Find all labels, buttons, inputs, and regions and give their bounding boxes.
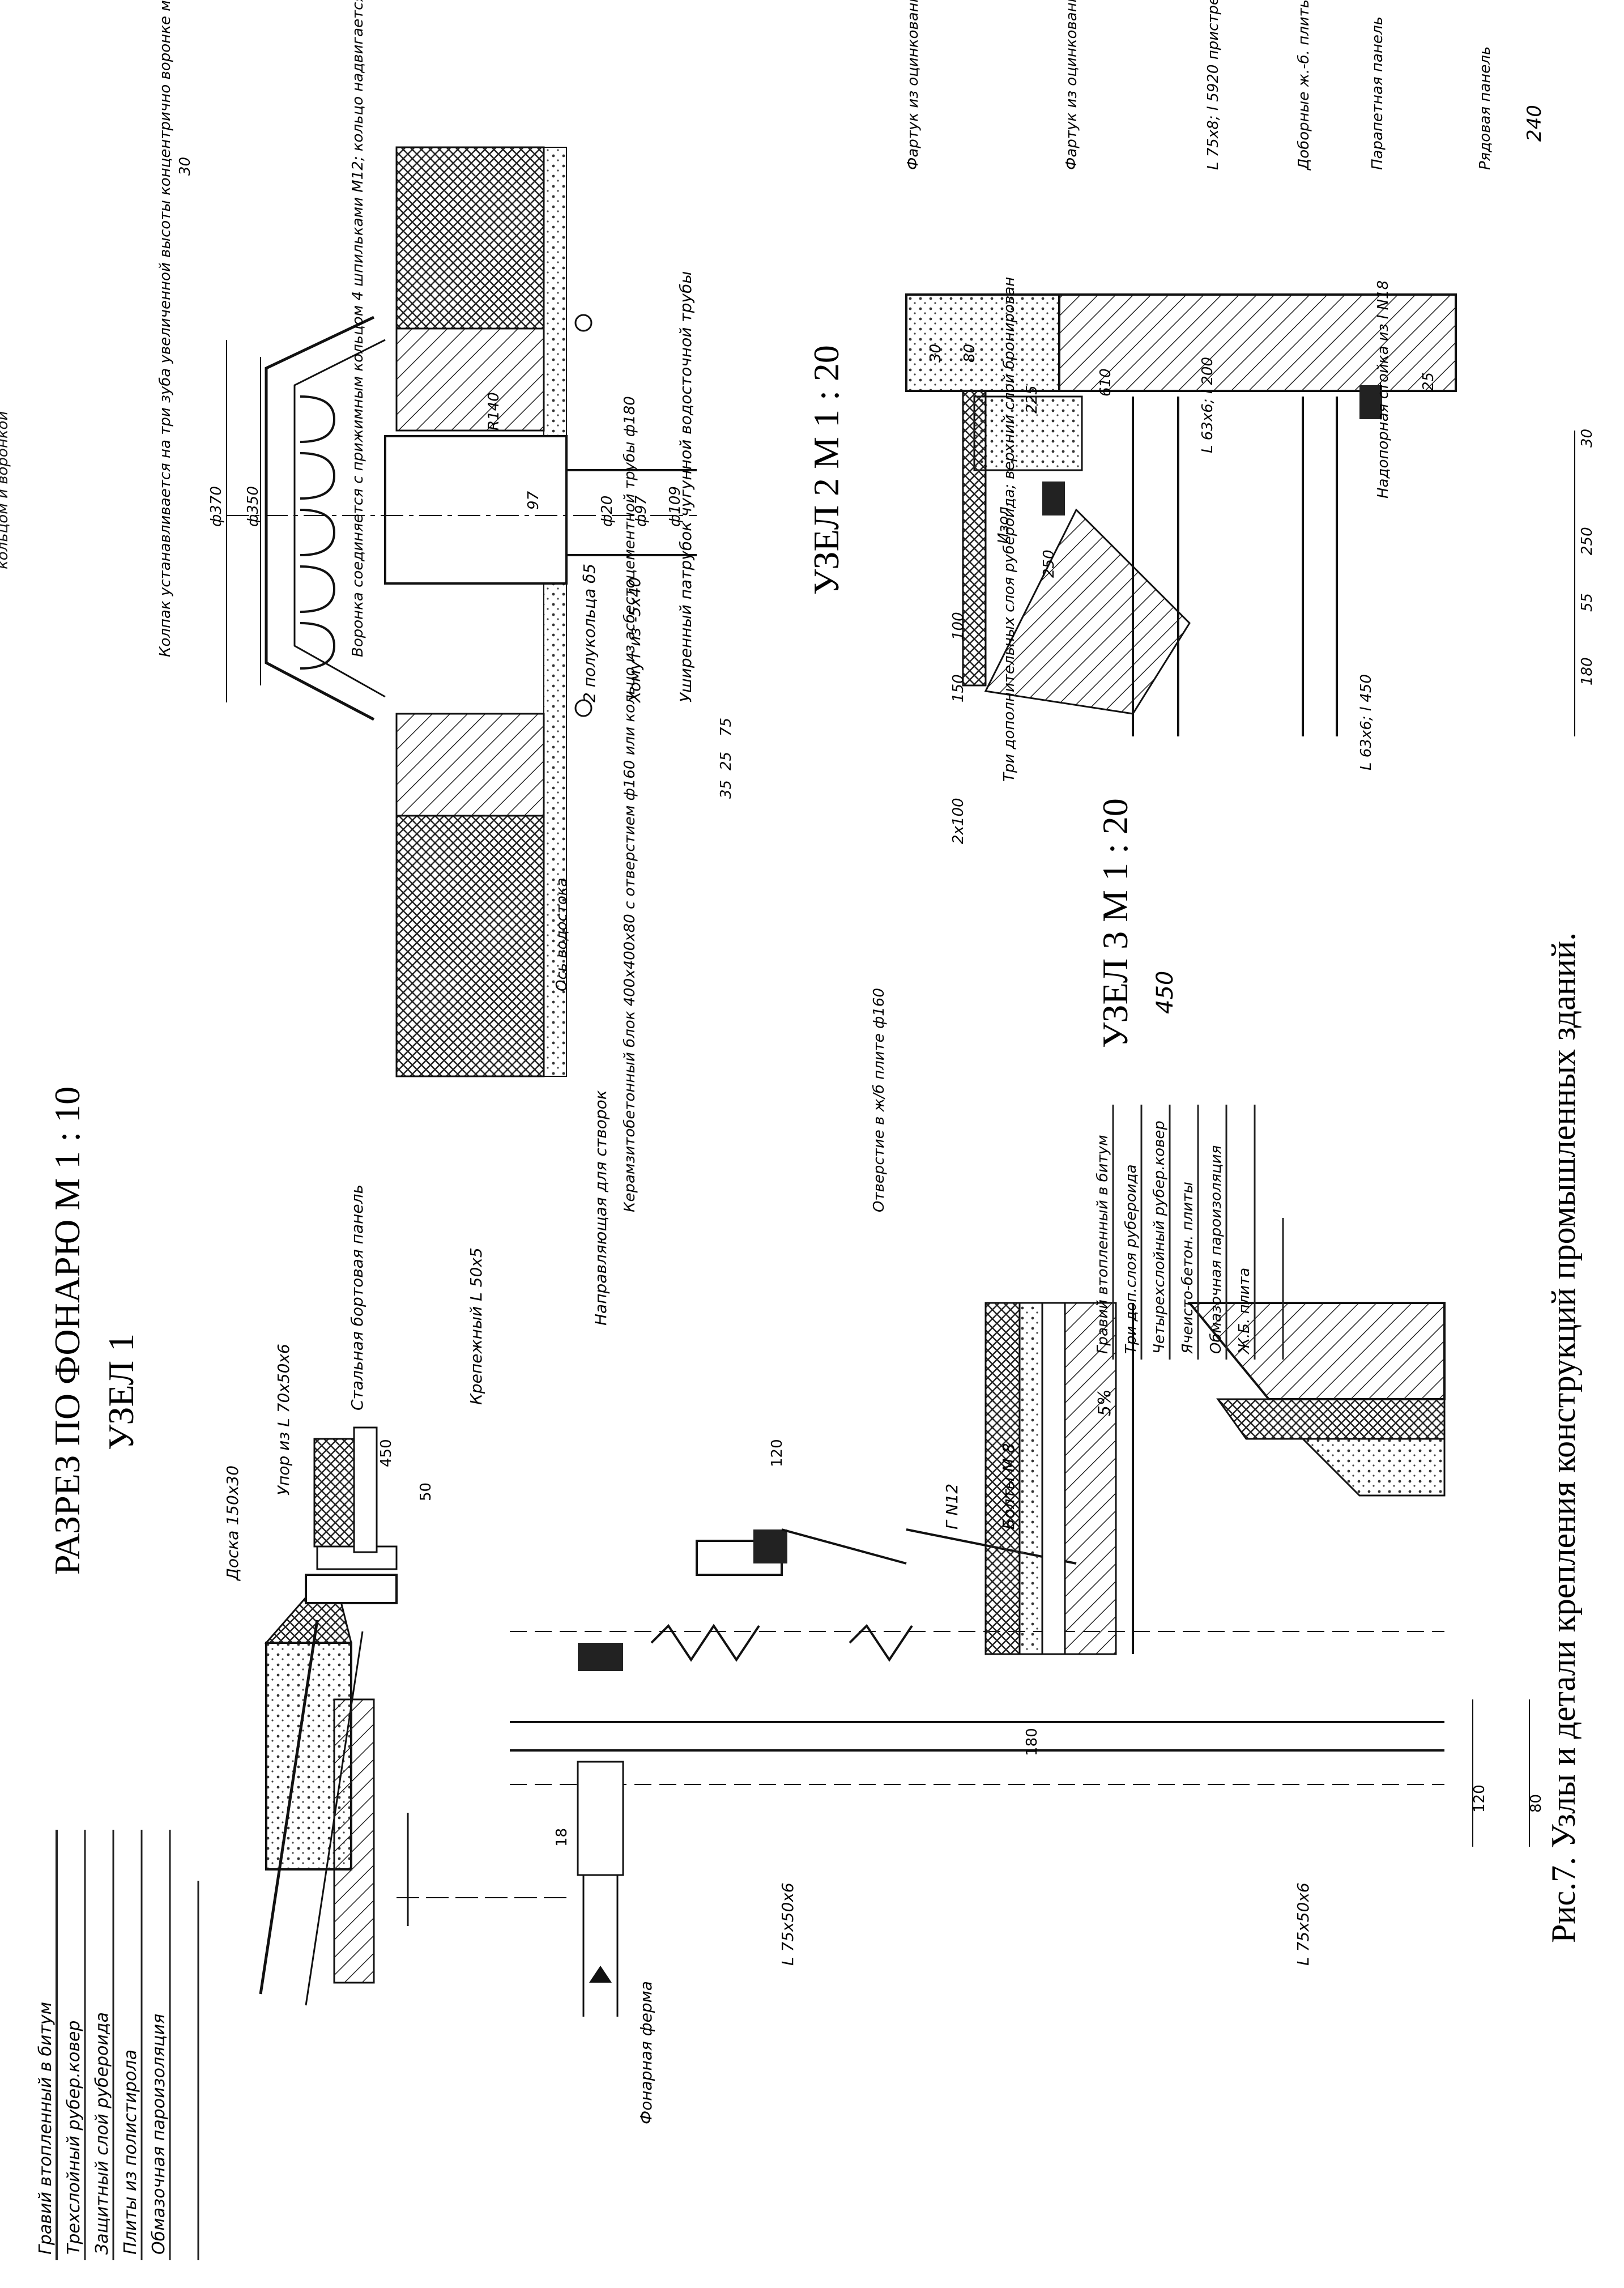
dim-20: ф20 <box>599 496 616 527</box>
note-funnel: Воронка соединяется с прижимным кольцом … <box>349 0 366 657</box>
legend-bottom-0: Гравий втопленный в битум <box>1094 1135 1111 1354</box>
dim-450b: 450 <box>1152 971 1178 1014</box>
node1-post <box>510 1631 1444 2017</box>
label-g12: Г N12 <box>943 1484 961 1529</box>
legend-bottom-5: Ж.Б. плита <box>1236 1268 1253 1355</box>
dim-120a: 120 <box>769 1439 786 1467</box>
label-insul: Изол. <box>995 502 1012 544</box>
label-three-layers: Три дополнительных слоя рубероида; верхн… <box>1001 277 1018 782</box>
dim-18: 18 <box>553 1828 570 1847</box>
node2-labels: Фартук из оцинкованной кровельной стали … <box>905 0 1546 782</box>
dim-r140: R140 <box>485 392 502 431</box>
dim-35: 35 <box>718 780 735 799</box>
dim-180: 180 <box>1024 1728 1041 1756</box>
label-angle-b: L 63x6; l 450 <box>1358 674 1375 770</box>
dim-370: ф370 <box>208 486 225 527</box>
node1-roof-section <box>259 1596 566 2006</box>
node1-dimensions: 450 50 120 180 18 120 80 <box>378 1439 1545 1847</box>
label-extra: Доборные ж.-б. плиты 400x40; l 600 <box>1295 0 1312 171</box>
label-slope: 5% <box>1095 1389 1115 1416</box>
node2-title: УЗЕЛ 2 М 1 : 20 <box>806 345 846 595</box>
legend-top-0: Гравий втопленный в битум <box>36 2002 56 2255</box>
label-board: Доска 150x30 <box>223 1465 242 1582</box>
dim-30b: 30 <box>1579 429 1596 448</box>
dim-2x100: 2x100 <box>950 798 967 844</box>
label-apron1: Фартук из оцинкованной кровельной стали … <box>905 0 922 170</box>
dim-100: 100 <box>950 612 967 640</box>
dim-97a: 97 <box>525 491 542 510</box>
dim-225: 225 <box>1024 385 1041 414</box>
dim-180b: 180 <box>1579 657 1596 685</box>
dim-610: 610 <box>1097 368 1114 397</box>
note-pipe: Уширенный патрубок чугунной водосточной … <box>676 271 695 702</box>
label-panel-no: 240 <box>1523 105 1546 142</box>
dim-55: 55 <box>1579 593 1596 612</box>
label-post: Надопорная стойка из I N18 <box>1375 280 1392 498</box>
node3-funnel <box>226 146 697 1077</box>
dim-150: 150 <box>950 674 967 702</box>
label-stop: Упор из L 70x50x6 <box>274 1344 293 1495</box>
node1-lower-roof <box>984 1302 1446 1655</box>
label-angle1: L 75x50x6 <box>778 1882 797 1966</box>
node1-title: РАЗРЕЗ ПО ФОНАРЮ М 1 : 10 <box>47 1087 87 1575</box>
label-row-panel: Рядовая панель <box>1477 46 1494 170</box>
note-layers: 2 дополнительных слоя рубероида и слой с… <box>0 411 11 569</box>
label-apron2: Фартук из оцинкованной кровельной стали,… <box>1063 0 1080 170</box>
node1-subtitle: УЗЕЛ 1 <box>101 1333 141 1450</box>
dim-250a: 250 <box>1041 549 1058 578</box>
label-fastener: Крепежный L 50x5 <box>467 1247 485 1405</box>
legend-top-4: Обмазочная пароизоляция <box>149 2014 169 2255</box>
dim-109: ф109 <box>667 486 684 527</box>
legend-bottom-1: Три доп.слоя рубероида <box>1123 1164 1140 1354</box>
note-hole: Отверстие в ж/б плите ф160 <box>871 988 888 1212</box>
note-clamp: Хомут из -5x40 <box>625 577 644 704</box>
dim-350: ф350 <box>245 486 262 527</box>
legend-top-1: Трехслойный рубер.ковер <box>64 2021 84 2255</box>
dim-80: 80 <box>1528 1794 1545 1813</box>
note-block: Керамзитобетонный блок 400x400x80 с отве… <box>621 396 638 1212</box>
dim-25: 25 <box>718 752 735 770</box>
dim-75: 75 <box>718 718 735 736</box>
label-truss: Фонарная ферма <box>637 1981 655 2124</box>
node3-notes: 2 дополнительных слоя рубероида и слой с… <box>0 411 11 569</box>
node1-legend-top: Гравий втопленный в битум Трехслойный ру… <box>36 1830 199 2260</box>
dim-120b: 120 <box>1471 1784 1488 1813</box>
dim-30: 30 <box>177 157 194 176</box>
note-cap: Колпак устанавливается на три зуба увели… <box>157 0 174 657</box>
node1-legend-bottom: Гравий втопленный в битум Три доп.слоя р… <box>1094 1105 1284 1360</box>
note-axis: Ось водостока <box>553 878 570 991</box>
legend-top-2: Защитный слой рубероида <box>92 2012 112 2255</box>
dim-97b: ф97 <box>633 495 650 527</box>
label-angle-fix: L 75x8; l 5920 пристрелян дюбелями <box>1205 0 1222 170</box>
node3-title: УЗЕЛ 3 М 1 : 20 <box>1095 798 1135 1048</box>
legend-bottom-3: Ячеисто-бетон. плиты <box>1179 1182 1196 1354</box>
label-steel-panel: Стальная бортовая панель <box>348 1185 366 1411</box>
label-guide: Направляющая для створок <box>591 1090 610 1326</box>
node2-parapet <box>905 293 1457 736</box>
label-angle-a: L 63x6; l 200 <box>1199 357 1216 453</box>
dim-250b: 250 <box>1579 527 1596 555</box>
figure-caption: Рис.7. Узлы и детали крепления конструкц… <box>1545 932 1582 1943</box>
dim-30a: 30 <box>927 344 944 363</box>
legend-bottom-2: Четырехслойный рубер.ковер <box>1151 1120 1168 1354</box>
note-half-ring: 2 полукольца δ5 <box>580 564 599 702</box>
legend-bottom-4: Обмазочная пароизоляция <box>1208 1145 1225 1354</box>
dim-50: 50 <box>417 1482 434 1501</box>
label-parapet: Парапетная панель <box>1369 16 1386 170</box>
dim-450: 450 <box>378 1439 395 1467</box>
label-bolts: Болты М 8 <box>999 1443 1018 1529</box>
dim-80a: 80 <box>961 344 978 363</box>
node2-dimensions: 2x100 150 100 30 80 225 250 610 180 55 2… <box>927 344 1596 1014</box>
label-angle2: L 75x50x6 <box>1294 1882 1312 1966</box>
dim-25b: 25 <box>1420 372 1437 391</box>
node3-dimensions: ф370 ф350 97 ф20 ф97 ф109 R140 30 75 25 … <box>177 157 735 799</box>
legend-top-3: Плиты из полистирола <box>121 2050 140 2255</box>
node1-steel-panel <box>305 1426 398 1604</box>
